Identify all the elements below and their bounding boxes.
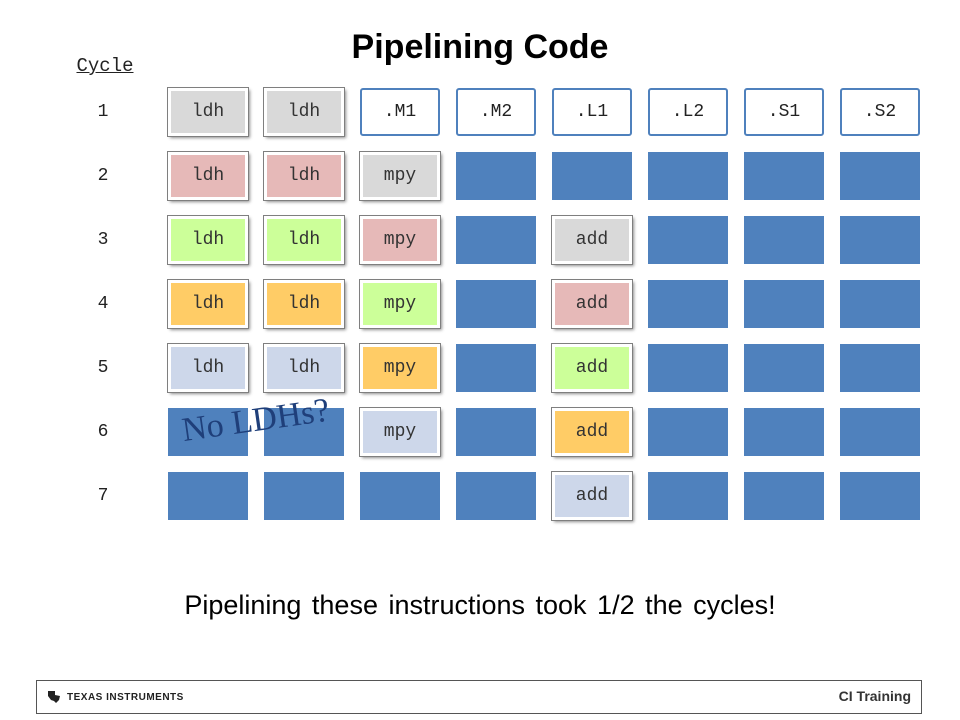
empty-slot — [744, 344, 824, 392]
instruction-mpy: mpy — [359, 151, 441, 201]
empty-slot — [456, 408, 536, 456]
empty-slot — [648, 344, 728, 392]
instruction-mpy: mpy — [359, 343, 441, 393]
instruction-mpy: mpy — [359, 407, 441, 457]
cycle-number: 2 — [97, 166, 109, 186]
ci-training-label: CI Training — [838, 688, 911, 704]
empty-slot — [456, 216, 536, 264]
instruction-ldh: ldh — [263, 215, 345, 265]
instruction-add: add — [551, 215, 633, 265]
empty-slot — [648, 152, 728, 200]
instruction-ldh: ldh — [167, 279, 249, 329]
empty-slot — [648, 280, 728, 328]
functional-unit-header: .M1 — [360, 88, 440, 136]
empty-slot — [552, 152, 632, 200]
cycle-number: 1 — [97, 102, 109, 122]
ti-logo: TEXAS INSTRUMENTS — [47, 688, 184, 706]
cycle-column-header: Cycle — [76, 55, 134, 77]
empty-slot — [456, 152, 536, 200]
cycle-number: 4 — [97, 294, 109, 314]
functional-unit-header: .L2 — [648, 88, 728, 136]
empty-slot — [744, 216, 824, 264]
instruction-ldh: ldh — [263, 279, 345, 329]
empty-slot — [744, 408, 824, 456]
empty-slot — [168, 472, 248, 520]
instruction-ldh: ldh — [167, 151, 249, 201]
instruction-ldh: ldh — [167, 87, 249, 137]
instruction-mpy: mpy — [359, 279, 441, 329]
cycle-number: 7 — [97, 486, 109, 506]
cycle-number: 6 — [97, 422, 109, 442]
instruction-mpy: mpy — [359, 215, 441, 265]
cycle-number: 3 — [97, 230, 109, 250]
instruction-add: add — [551, 471, 633, 521]
instruction-ldh: ldh — [167, 343, 249, 393]
texas-state-icon — [48, 691, 60, 703]
empty-slot — [840, 472, 920, 520]
page-title: Pipelining Code — [351, 28, 609, 66]
empty-slot — [648, 408, 728, 456]
empty-slot — [744, 152, 824, 200]
instruction-add: add — [551, 407, 633, 457]
empty-slot — [456, 280, 536, 328]
empty-slot — [456, 472, 536, 520]
instruction-ldh: ldh — [263, 87, 345, 137]
empty-slot — [168, 408, 248, 456]
instruction-add: add — [551, 279, 633, 329]
empty-slot — [456, 344, 536, 392]
functional-unit-header: .L1 — [552, 88, 632, 136]
empty-slot — [840, 216, 920, 264]
instruction-add: add — [551, 343, 633, 393]
empty-slot — [648, 472, 728, 520]
footer-bar: TEXAS INSTRUMENTS CI Training — [36, 680, 922, 714]
functional-unit-header: .S2 — [840, 88, 920, 136]
empty-slot — [648, 216, 728, 264]
empty-slot — [840, 408, 920, 456]
empty-slot — [840, 152, 920, 200]
summary-text: Pipelining these instructions took 1/2 t… — [184, 590, 776, 620]
ti-company-name: TEXAS INSTRUMENTS — [67, 691, 184, 703]
empty-slot — [840, 344, 920, 392]
empty-slot — [264, 472, 344, 520]
empty-slot — [360, 472, 440, 520]
instruction-ldh: ldh — [167, 215, 249, 265]
cycle-number: 5 — [97, 358, 109, 378]
instruction-ldh: ldh — [263, 151, 345, 201]
empty-slot — [744, 472, 824, 520]
empty-slot — [744, 280, 824, 328]
empty-slot — [264, 408, 344, 456]
empty-slot — [840, 280, 920, 328]
functional-unit-header: .M2 — [456, 88, 536, 136]
functional-unit-header: .S1 — [744, 88, 824, 136]
instruction-ldh: ldh — [263, 343, 345, 393]
